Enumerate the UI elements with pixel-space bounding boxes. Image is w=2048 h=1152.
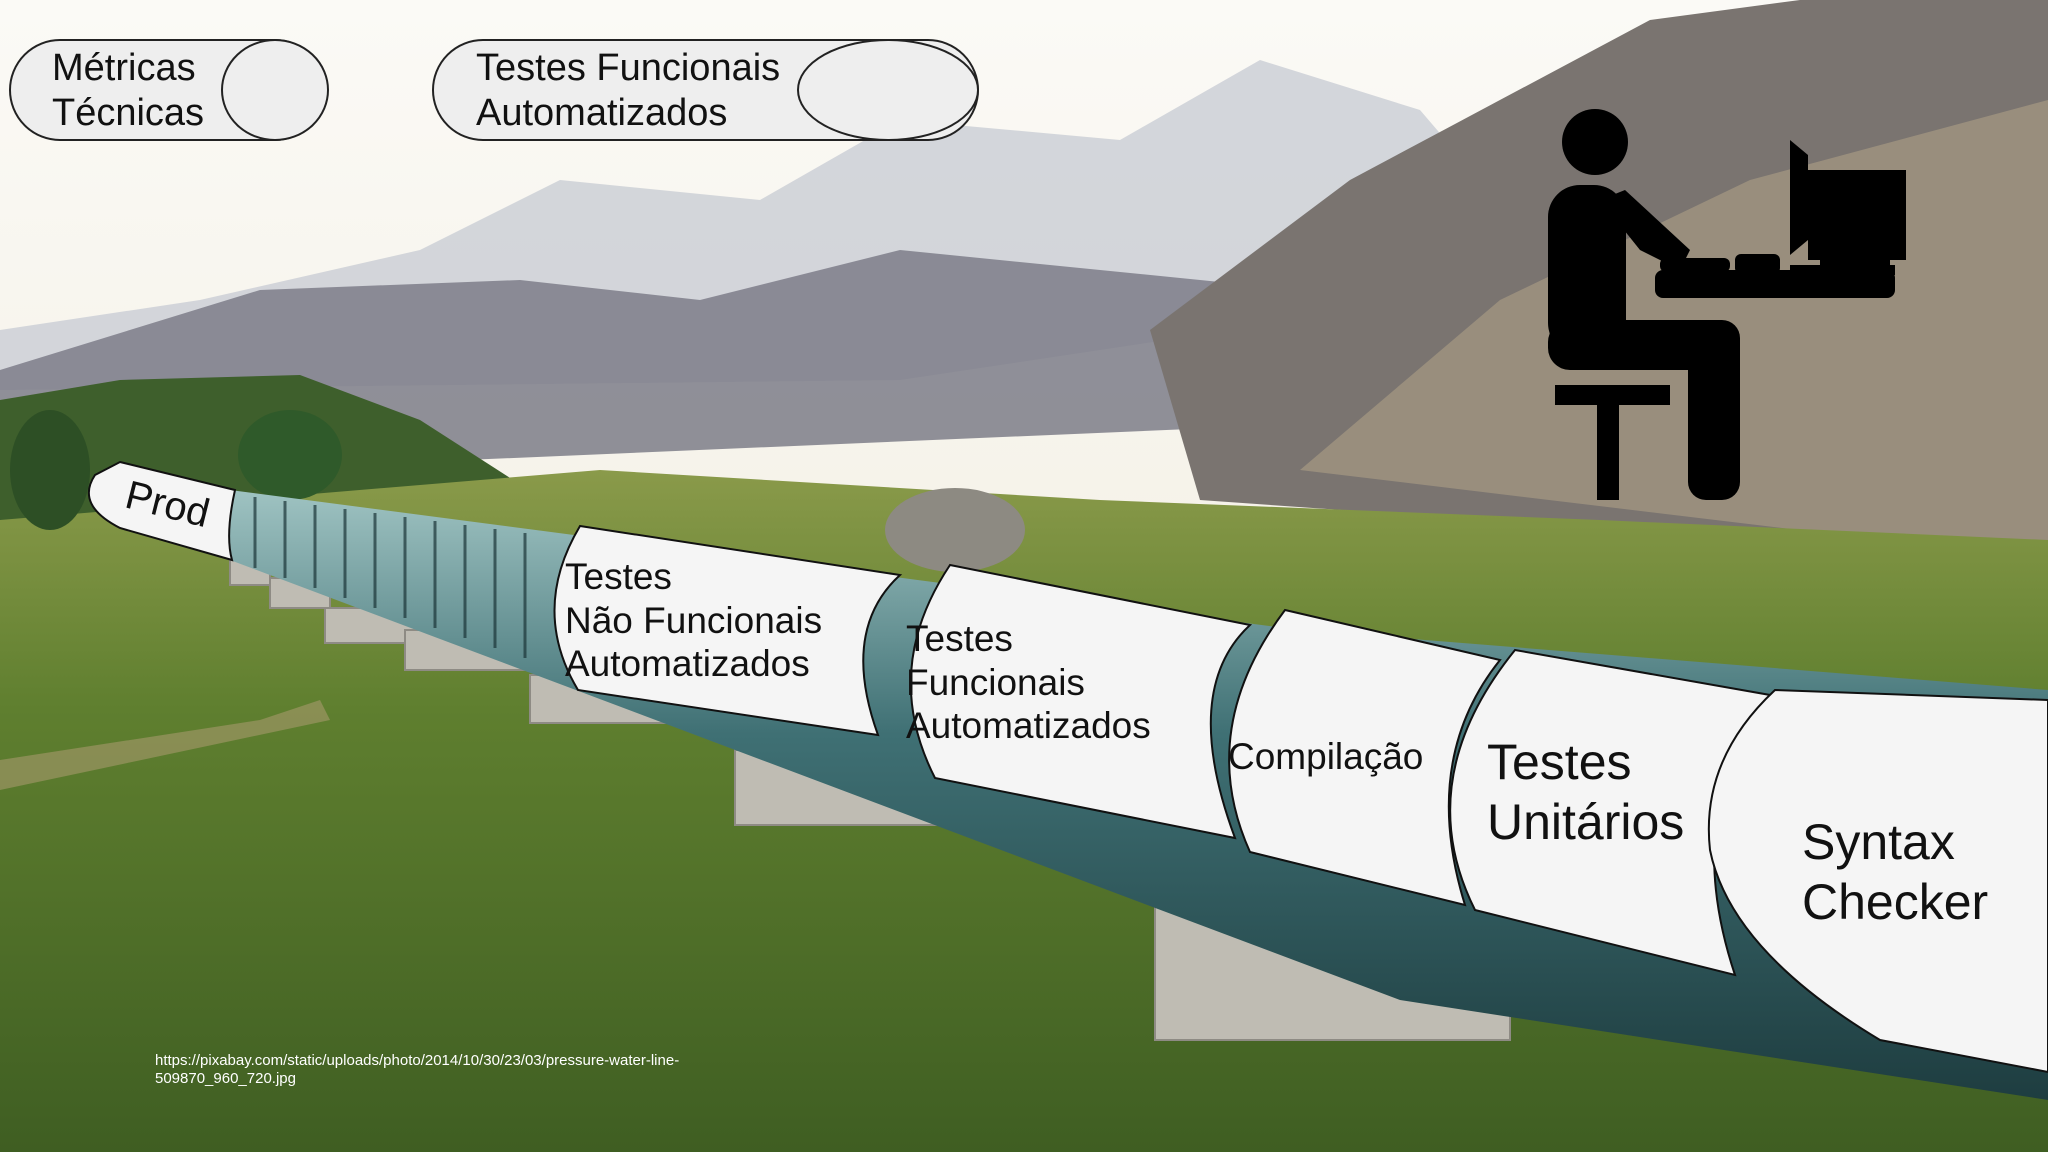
stage-syntax-checker — [1707, 688, 2048, 1074]
stage-label-compilacao: Compilação — [1228, 736, 1424, 777]
tree — [10, 410, 90, 530]
tree — [238, 410, 342, 500]
stage-label-testes-unitarios: Testes Unitários — [1487, 734, 1685, 850]
stage-testes-funcionais — [909, 563, 1253, 840]
stage-prod — [87, 460, 237, 562]
stage-label-testes-nao-funcionais: Testes Não Funcionais Automatizados — [565, 556, 823, 685]
boulder — [885, 488, 1025, 572]
stage-compilacao — [1228, 608, 1502, 907]
image-credit: https://pixabay.com/static/uploads/photo… — [155, 1052, 680, 1087]
legend-label-testes-funcionais: Testes Funcionais Automatizados — [476, 47, 781, 134]
stage-label-syntax-checker: Syntax Checker — [1802, 814, 1989, 930]
developer-at-computer-icon — [1548, 109, 1906, 500]
legend-testes-funcionais — [432, 39, 979, 141]
stage-label-testes-funcionais: Testes Funcionais Automatizados — [906, 618, 1151, 747]
pipe-ribs — [253, 497, 527, 658]
stage-testes-nao-funcionais — [553, 524, 903, 737]
legend-metricas-tecnicas — [9, 39, 329, 141]
dirt-path — [0, 700, 330, 790]
legend-label-metricas: Métricas Técnicas — [52, 47, 205, 134]
